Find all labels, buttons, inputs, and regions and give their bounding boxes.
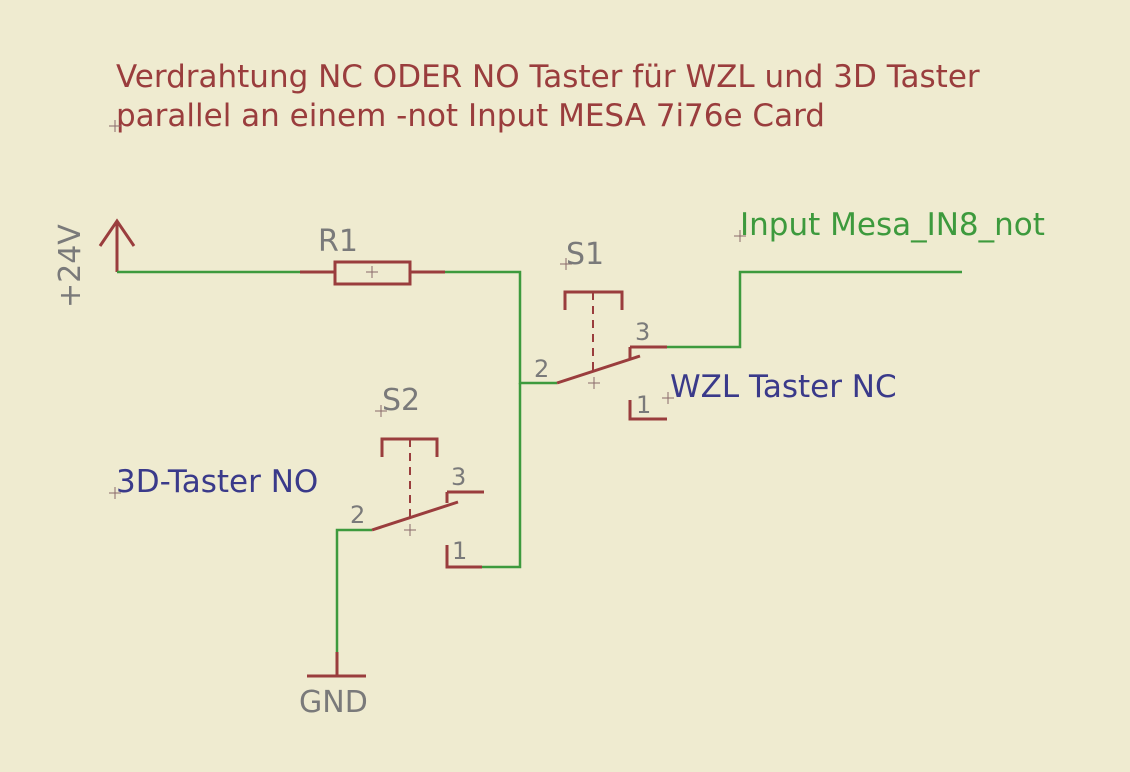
s2-pin-2: 2: [350, 501, 365, 529]
s1-pin-2: 2: [534, 355, 549, 383]
s1-pin-1: 1: [636, 391, 651, 419]
net-label-origin: [734, 230, 746, 242]
title-line-2: parallel an einem -not Input MESA 7i76e …: [116, 98, 825, 134]
s2-pin-3: 3: [451, 463, 466, 491]
title-line-1: Verdrahtung NC ODER NO Taster für WZL un…: [116, 59, 980, 95]
s2-note-origin: [109, 487, 121, 499]
wire-r1-to-s1-pin2: [445, 270, 557, 385]
s2-designator: S2: [382, 383, 420, 418]
ground-label: GND: [299, 685, 368, 720]
wires: [117, 270, 962, 676]
resistor-r1[interactable]: R1: [300, 224, 445, 286]
wire-s1-pin3-to-output: [667, 270, 962, 349]
wire-s2-pin2-to-gnd: [335, 528, 372, 676]
title-origin-mark: [109, 120, 121, 132]
switch-s2[interactable]: S2 2 3 1: [350, 383, 484, 569]
wire-junction-to-s2-pin1: [482, 383, 522, 569]
net-label-input-mesa[interactable]: Input Mesa_IN8_not: [740, 207, 1045, 243]
s1-note: WZL Taster NC: [670, 369, 897, 405]
r1-designator: R1: [318, 224, 358, 259]
s1-pin-3: 3: [635, 318, 650, 346]
s1-note-origin: [662, 392, 674, 404]
supply-24v-symbol[interactable]: +24V: [53, 218, 136, 308]
s2-pin-1: 1: [452, 537, 467, 565]
s2-note: 3D-Taster NO: [116, 464, 318, 500]
ground-symbol[interactable]: GND: [299, 652, 368, 720]
switch-s1[interactable]: S1 2 3 1: [534, 237, 667, 421]
s1-designator: S1: [566, 237, 604, 272]
supply-label: +24V: [53, 224, 88, 308]
